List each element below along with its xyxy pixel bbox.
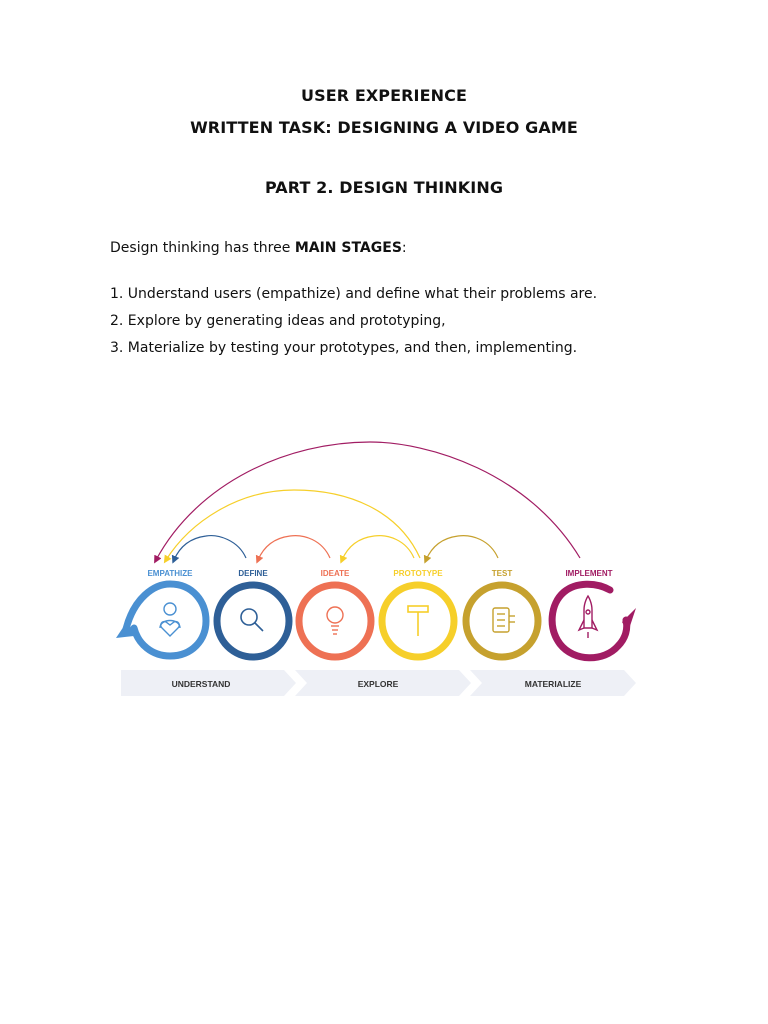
implement-to-empathize-arc — [154, 441, 581, 564]
design-thinking-diagram: EMPATHIZE DEFINE IDEATE PROTOTYPE TEST I… — [116, 441, 636, 696]
intro-colon: : — [401, 240, 407, 256]
section-heading: PART 2. DESIGN THINKING — [264, 178, 504, 197]
prototype-to-empathize-arc — [163, 489, 421, 564]
step-ring-test — [462, 581, 542, 661]
step-label-ideate: IDEATE — [321, 569, 350, 578]
stage-materialize: MATERIALIZE — [470, 670, 636, 696]
document-subtitle: WRITTEN TASK: DESIGNING A VIDEO GAME — [190, 118, 578, 137]
stage-label-explore: EXPLORE — [358, 679, 399, 689]
intro-paragraph: Design thinking has three MAIN STAGES: — [110, 240, 407, 256]
test-to-prototype-arc — [423, 535, 499, 564]
ideate-to-define-arc — [255, 535, 331, 564]
step-ring-implement — [548, 580, 636, 662]
list-item: 3. Materialize by testing your prototype… — [110, 340, 578, 356]
document-title: USER EXPERIENCE — [300, 86, 468, 105]
step-label-prototype: PROTOTYPE — [393, 569, 443, 578]
stage-explore: EXPLORE — [295, 670, 471, 696]
intro-text: Design thinking has three — [110, 240, 295, 256]
prototype-to-ideate-arc — [339, 535, 415, 564]
step-label-empathize: EMPATHIZE — [147, 569, 193, 578]
step-label-implement: IMPLEMENT — [565, 569, 612, 578]
magnifier-icon — [240, 608, 264, 632]
checklist-icon — [492, 607, 515, 633]
lightbulb-icon — [326, 606, 344, 635]
rocket-icon — [577, 594, 599, 638]
intro-bold-text: MAIN STAGES — [294, 240, 402, 256]
list-item: 2. Explore by generating ideas and proto… — [110, 313, 446, 329]
heart-person-icon — [159, 602, 181, 637]
stage-label-materialize: MATERIALIZE — [525, 679, 582, 689]
step-label-define: DEFINE — [238, 569, 268, 578]
stage-understand: UNDERSTAND — [121, 670, 296, 696]
stage-label-understand: UNDERSTAND — [172, 679, 231, 689]
define-to-empathize-arc — [171, 535, 247, 564]
list-item: 1. Understand users (empathize) and defi… — [110, 286, 598, 302]
hammer-icon — [407, 605, 429, 636]
step-ring-ideate — [295, 581, 375, 661]
step-ring-define — [213, 581, 293, 661]
step-ring-prototype — [378, 581, 458, 661]
step-label-test: TEST — [492, 569, 513, 578]
step-ring-empathize — [116, 580, 210, 660]
